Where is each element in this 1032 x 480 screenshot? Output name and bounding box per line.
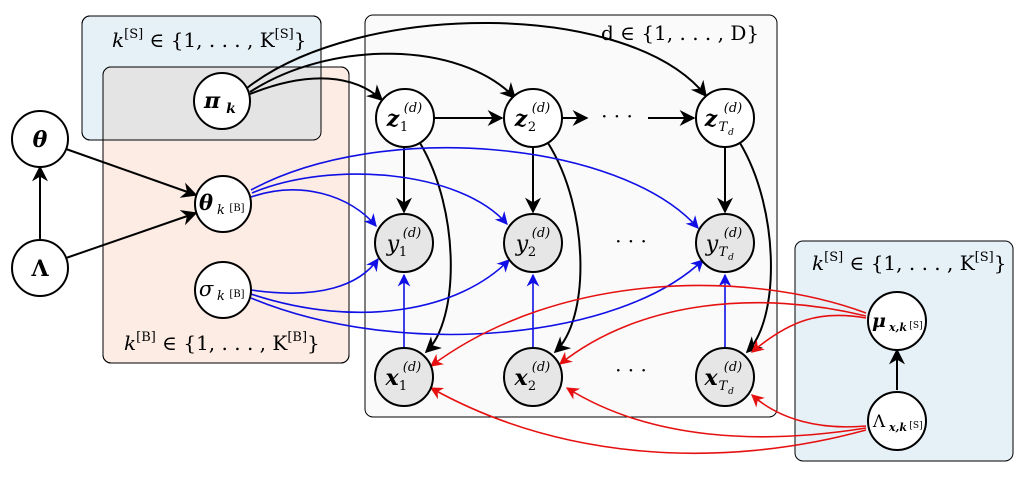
- svg-text:[S]: [S]: [909, 421, 922, 431]
- plate-label-document: d ∈ {1, . . . , D}: [601, 21, 759, 45]
- edge-zT-xT: [739, 142, 772, 354]
- svg-text:Λ: Λ: [872, 412, 886, 432]
- edge-thetakb-yT: [250, 147, 699, 229]
- edge-sigmakb-y1: [250, 257, 379, 294]
- edges-red: [429, 284, 867, 455]
- svg-text:x: x: [513, 365, 528, 391]
- svg-text:[B]: [B]: [229, 289, 244, 300]
- svg-text:(d): (d): [403, 360, 421, 375]
- svg-text:z: z: [386, 106, 400, 132]
- edge-theta-thetakb: [65, 148, 198, 198]
- svg-text:θ: θ: [33, 127, 48, 153]
- node-yT: y T d (d): [695, 213, 755, 273]
- svg-text:y: y: [515, 232, 529, 257]
- svg-text:x,k: x,k: [888, 421, 907, 434]
- svg-text:[S]: [S]: [909, 321, 922, 331]
- svg-text:μ: μ: [872, 310, 886, 332]
- svg-text:(d): (d): [532, 101, 550, 116]
- svg-text:(d): (d): [403, 226, 421, 241]
- svg-text:1: 1: [399, 245, 407, 260]
- svg-text:(d): (d): [532, 226, 550, 241]
- svg-text:k: k: [217, 203, 225, 218]
- svg-text:T: T: [719, 120, 729, 135]
- node-y1: y 1 (d): [374, 213, 434, 273]
- node-theta: θ: [11, 110, 69, 168]
- svg-text:σ: σ: [199, 277, 214, 301]
- node-mu-xk: μ x,k [S]: [867, 291, 927, 351]
- node-zT: z T d (d): [695, 88, 755, 148]
- edge-lambdax-xT: [751, 394, 867, 428]
- edges-blue: [250, 147, 732, 350]
- plate-label-state-right: k[S] ∈ {1, . . . , K[S]}: [812, 250, 1006, 275]
- node-xT: x T d (d): [695, 347, 755, 407]
- edge-pi-zT: [246, 22, 707, 98]
- node-theta-kb: θ k [B]: [194, 175, 252, 233]
- edge-mux-xT: [751, 314, 867, 353]
- plate-label-state-top: k[S] ∈ {1, . . . , K[S]}: [112, 27, 306, 52]
- svg-text:d: d: [728, 253, 734, 263]
- svg-text:x,k: x,k: [888, 321, 907, 334]
- svg-text:z: z: [514, 106, 528, 132]
- svg-text:y: y: [386, 232, 400, 257]
- edges-black: [32, 22, 905, 390]
- node-y2: y 2 (d): [503, 213, 563, 273]
- ellipsis-y-row: · · ·: [615, 229, 647, 253]
- edge-thetakb-y1: [250, 189, 377, 227]
- node-x2: x 2 (d): [503, 347, 563, 407]
- svg-text:(d): (d): [724, 226, 742, 241]
- node-lambda-xk: Λ x,k [S]: [867, 391, 927, 451]
- svg-text:(d): (d): [404, 101, 422, 116]
- edge-z2-x2: [547, 142, 582, 354]
- svg-text:(d): (d): [724, 101, 742, 116]
- node-z2: z 2 (d): [503, 88, 563, 148]
- svg-text:2: 2: [528, 120, 536, 135]
- edge-sigmakb-y2: [250, 259, 510, 314]
- svg-text:2: 2: [528, 379, 536, 394]
- node-x1: x 1 (d): [374, 347, 434, 407]
- ellipsis-x-row: · · ·: [615, 358, 647, 382]
- svg-text:T: T: [719, 379, 729, 394]
- edge-mux-x1: [429, 284, 867, 367]
- edge-pi-z2: [249, 52, 517, 100]
- edge-lambdax-x2: [565, 387, 867, 438]
- ellipsis-z-row: · · ·: [601, 104, 633, 128]
- svg-text:x: x: [384, 365, 399, 391]
- svg-text:z: z: [704, 106, 718, 132]
- edge-thetakb-y2: [251, 173, 508, 225]
- node-sigma-kb: σ k [B]: [194, 261, 252, 319]
- plate-label-behavior: k[B] ∈ {1, . . . , K[B]}: [124, 330, 320, 355]
- svg-text:d: d: [728, 128, 734, 138]
- svg-text:(d): (d): [532, 360, 550, 375]
- node-pi-k: π k: [193, 72, 251, 130]
- svg-text:1: 1: [400, 120, 408, 135]
- svg-text:θ: θ: [199, 190, 213, 215]
- svg-text:T: T: [719, 245, 729, 260]
- edge-z1-x1: [419, 142, 452, 354]
- svg-text:Λ: Λ: [30, 256, 49, 282]
- edge-mux-x2: [558, 301, 867, 365]
- svg-text:x: x: [703, 365, 718, 391]
- node-lambda: Λ: [11, 239, 69, 297]
- svg-text:1: 1: [399, 379, 407, 394]
- svg-text:(d): (d): [724, 360, 742, 375]
- plate-behavior-outline: [102, 66, 350, 364]
- svg-text:k: k: [217, 289, 225, 304]
- edge-lambdax-x1: [429, 387, 867, 455]
- node-z1: z 1 (d): [375, 88, 435, 148]
- svg-text:2: 2: [528, 245, 536, 260]
- svg-text:y: y: [705, 232, 719, 257]
- svg-text:π: π: [203, 88, 221, 114]
- svg-text:k: k: [226, 101, 236, 117]
- edge-pi-z1: [249, 77, 384, 102]
- edge-sigmakb-yT: [250, 259, 704, 336]
- svg-text:[B]: [B]: [229, 203, 244, 214]
- edge-lambda-thetakb: [65, 210, 198, 259]
- svg-text:d: d: [728, 387, 734, 397]
